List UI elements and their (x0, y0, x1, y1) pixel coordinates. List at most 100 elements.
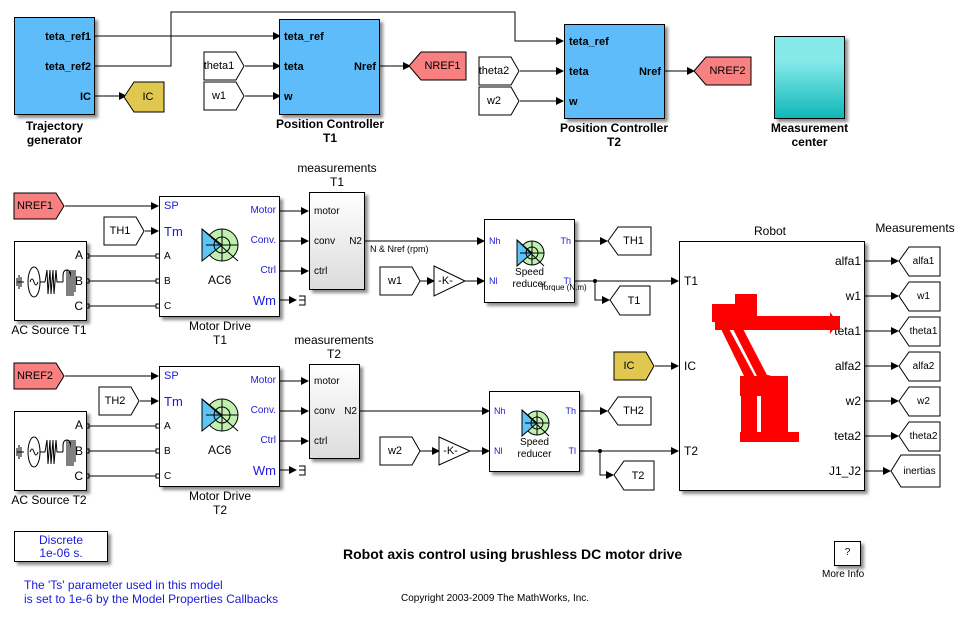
goto-nref1[interactable]: NREF1 (408, 51, 467, 81)
port-alfa1: alfa1 (834, 254, 861, 268)
ac-source-t2-label: AC Source T2 (11, 493, 87, 507)
from-w1-drive[interactable]: w1 (379, 266, 421, 296)
from-w1[interactable]: w1 (203, 81, 245, 111)
help-icon: ? (844, 547, 851, 558)
measurements-title: Measurements (875, 221, 955, 235)
goto-ic[interactable]: IC (123, 81, 165, 113)
robot-block[interactable]: T1 IC T2 alfa1 w1 teta1 alfa2 w2 teta2 J… (679, 241, 865, 491)
port-nref: Nref (638, 66, 661, 78)
page-title: Robot axis control using brushless DC mo… (343, 546, 683, 562)
ac-source-icon (16, 436, 76, 468)
goto-theta2[interactable]: theta2 (898, 421, 941, 452)
model-label: AC6 (208, 273, 232, 287)
port-a: A (164, 251, 171, 262)
port-b: B (164, 276, 171, 287)
more-info-button[interactable]: ? (834, 541, 861, 566)
port-motor: motor (314, 376, 340, 387)
port-ic: IC (684, 359, 696, 373)
port-sp: SP (164, 200, 179, 212)
measurements-t2-block[interactable]: motor conv ctrl N2 (309, 364, 360, 459)
robot-label: Robot (753, 224, 787, 238)
port-teta1: teta1 (834, 324, 861, 338)
from-theta1[interactable]: theta1 (203, 51, 245, 81)
goto-inertias[interactable]: inertias (890, 454, 941, 488)
from-th1[interactable]: TH1 (103, 216, 145, 246)
reducer-icon (521, 408, 550, 438)
goto-t2[interactable]: T2 (613, 460, 655, 491)
gain-block-2[interactable]: -K- (438, 436, 472, 466)
signal-label-speed: N & Nref (rpm) (370, 244, 429, 254)
goto-alfa2[interactable]: alfa2 (898, 351, 941, 382)
from-ic[interactable]: IC (613, 351, 655, 381)
goto-alfa1[interactable]: alfa1 (898, 246, 941, 277)
goto-w1[interactable]: w1 (898, 281, 941, 312)
motor-icon (201, 227, 239, 263)
port-conv: conv (314, 406, 336, 417)
port-b: B (74, 444, 83, 458)
robot-arm-icon (712, 294, 840, 442)
port-ctrl: ctrl (314, 436, 328, 447)
goto-th1[interactable]: TH1 (607, 226, 652, 256)
port-c: C (74, 469, 83, 483)
port-tm: Tm (164, 224, 183, 239)
port-w2: w2 (845, 394, 861, 408)
port-motor: Motor (250, 205, 276, 216)
port-c: C (164, 301, 172, 312)
goto-th2[interactable]: TH2 (607, 396, 652, 426)
goto-theta1[interactable]: theta1 (898, 316, 941, 347)
port-ctrl: Ctrl (260, 435, 276, 446)
port-conv: Conv. (250, 235, 276, 246)
ac-source-icon (16, 266, 76, 298)
port-b: B (74, 274, 83, 288)
port-teta-ref: teta_ref (569, 36, 609, 48)
port-th: Th (565, 406, 576, 416)
port-wm: Wm (252, 463, 276, 478)
motor-drive-t1-block[interactable]: SP Tm A B C Motor Conv. Ctrl Wm AC6 (159, 196, 280, 317)
port-tl: Tl (563, 276, 572, 286)
port-nref: Nref (353, 61, 376, 73)
ac-source-t1-block[interactable]: A B C (14, 241, 87, 321)
port-a: A (74, 248, 83, 262)
trajectory-generator-block[interactable]: teta_ref1 teta_ref2 IC (14, 17, 95, 115)
goto-t1[interactable]: T1 (609, 285, 651, 316)
port-c: C (164, 471, 172, 482)
goto-nref2[interactable]: NREF2 (693, 56, 752, 86)
port-teta-ref2: teta_ref2 (45, 61, 91, 73)
position-controller-t1-block[interactable]: teta_ref teta w Nref (279, 19, 380, 115)
measurement-center-block[interactable] (774, 36, 845, 119)
ac-source-t2-block[interactable]: A B C (14, 411, 87, 491)
port-b: B (164, 446, 171, 457)
port-motor: Motor (250, 375, 276, 386)
from-th2[interactable]: TH2 (98, 386, 140, 416)
port-n2: N2 (344, 406, 357, 417)
from-w2-drive[interactable]: w2 (379, 436, 421, 466)
motor-drive-t2-block[interactable]: SP Tm A B C Motor Conv. Ctrl Wm AC6 (159, 366, 280, 487)
port-c: C (74, 299, 83, 313)
port-tl: Tl (568, 446, 577, 456)
from-nref2[interactable]: NREF2 (13, 362, 65, 390)
gain-block-1[interactable]: -K- (433, 265, 467, 297)
ac-source-t1-label: AC Source T1 (11, 323, 87, 337)
from-nref1[interactable]: NREF1 (13, 192, 65, 220)
position-controller-t2-block[interactable]: teta_ref teta w Nref (564, 24, 665, 119)
goto-w2[interactable]: w2 (898, 386, 941, 417)
port-teta2: teta2 (834, 429, 861, 443)
from-theta2[interactable]: theta2 (478, 56, 520, 86)
reducer-icon (516, 238, 545, 268)
port-ctrl: ctrl (314, 266, 328, 277)
port-w1: w1 (845, 289, 861, 303)
port-sp: SP (164, 370, 179, 382)
measurements-t1-block[interactable]: motor conv ctrl N2 (309, 192, 365, 290)
port-motor: motor (314, 206, 340, 217)
from-w2[interactable]: w2 (478, 86, 520, 116)
port-n2: N2 (349, 236, 362, 247)
